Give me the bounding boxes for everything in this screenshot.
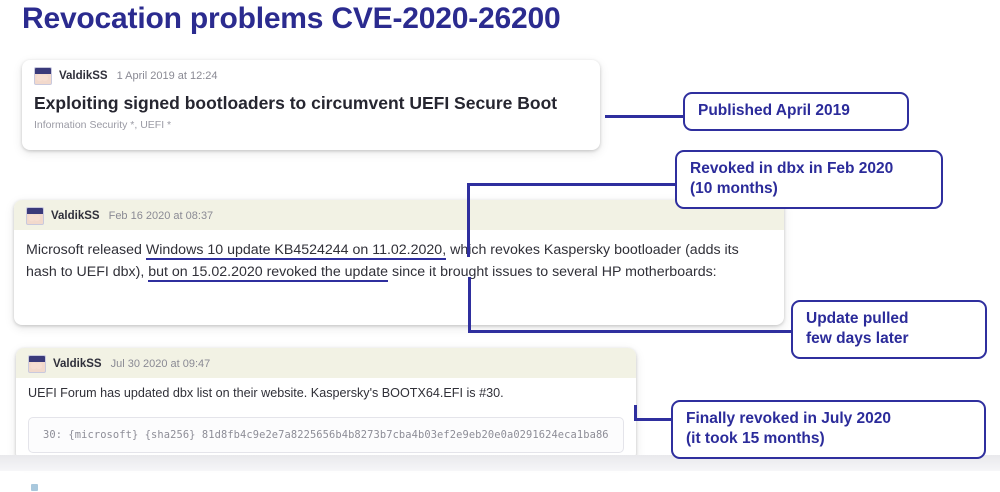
callout-finally-revoked: Finally revoked in July 2020 (it took 15… (671, 400, 986, 459)
callout-revoked-dbx: Revoked in dbx in Feb 2020 (10 months) (675, 150, 943, 209)
post-timestamp: 1 April 2019 at 12:24 (116, 70, 218, 82)
user-avatar-icon (26, 207, 44, 225)
connector-line-finally (634, 418, 673, 421)
post-header: ValdikSS 1 April 2019 at 12:24 (22, 60, 600, 90)
post-body: Microsoft released Windows 10 update KB4… (14, 230, 784, 297)
post-body: UEFI Forum has updated dbx list on their… (16, 378, 636, 410)
bottom-marker-icon (31, 484, 38, 491)
post-title[interactable]: Exploiting signed bootloaders to circumv… (34, 93, 558, 113)
bottom-band (0, 455, 1000, 471)
connector-line-revoked-dbx (467, 183, 470, 257)
post-body-text: Microsoft released (26, 242, 146, 258)
user-avatar-icon (28, 355, 46, 373)
post-header: ValdikSS Feb 16 2020 at 08:37 (14, 200, 784, 230)
connector-line-published (605, 115, 685, 118)
connector-line-pulled (468, 277, 471, 332)
user-avatar-icon (34, 67, 52, 85)
post-author: ValdikSS (51, 210, 100, 222)
post-header: ValdikSS Jul 30 2020 at 09:47 (16, 348, 636, 378)
post-card-1: ValdikSS 1 April 2019 at 12:24 Exploitin… (22, 60, 600, 150)
connector-line-revoked-dbx (467, 183, 677, 186)
post-card-2: ValdikSS Feb 16 2020 at 08:37 Microsoft … (14, 200, 784, 325)
post-card-3: ValdikSS Jul 30 2020 at 09:47 UEFI Forum… (16, 348, 636, 461)
highlighted-phrase-update-released: Windows 10 update KB4524244 on 11.02.202… (145, 242, 447, 260)
post-timestamp: Feb 16 2020 at 08:37 (108, 210, 214, 222)
post-author: ValdikSS (53, 358, 102, 370)
dbx-hash-code-block: 30: {microsoft} {sha256} 81d8fb4c9e2e7a8… (28, 416, 624, 453)
post-body-text: since it brought issues to several HP mo… (388, 264, 717, 280)
connector-line-pulled (468, 330, 793, 333)
post-author: ValdikSS (59, 70, 108, 82)
connector-line-finally (634, 405, 637, 421)
page-title: Revocation problems CVE-2020-26200 (22, 2, 561, 35)
callout-update-pulled: Update pulled few days later (791, 300, 987, 359)
callout-published: Published April 2019 (683, 92, 909, 131)
highlighted-phrase-update-revoked: but on 15.02.2020 revoked the update (148, 264, 389, 282)
post-timestamp: Jul 30 2020 at 09:47 (110, 358, 211, 370)
post-tags[interactable]: Information Security *, UEFI * (34, 118, 172, 131)
post-body-text: which revokes Kaspersky bootloader (adds… (26, 242, 739, 280)
